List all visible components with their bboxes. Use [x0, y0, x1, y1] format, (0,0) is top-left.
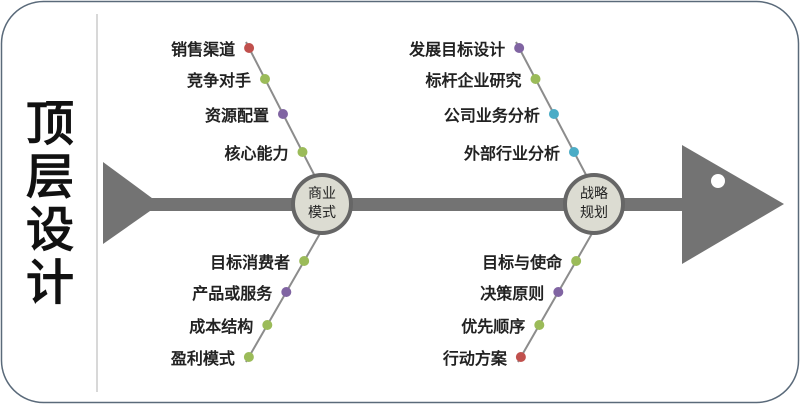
branch-label: 标杆企业研究: [425, 71, 522, 90]
branch-dot: [514, 43, 525, 53]
branch-label: 行动方案: [442, 349, 507, 368]
side-title-char: 设: [25, 202, 74, 258]
fish-eye: [711, 174, 725, 188]
hub-strategy: [563, 173, 625, 235]
branch-label: 发展目标设计: [409, 40, 506, 59]
branch-dot: [571, 256, 582, 266]
branch-label: 优先顺序: [461, 317, 526, 336]
fish-head: [682, 145, 784, 264]
branch-label: 公司业务分析: [443, 106, 540, 125]
side-title: 顶 层 设 计: [22, 98, 78, 310]
branch-dot: [262, 320, 273, 330]
branch-label: 目标与使命: [482, 253, 563, 272]
side-title-char: 顶: [25, 96, 74, 152]
branch-label: 外部行业分析: [463, 144, 560, 163]
branch-dot: [299, 256, 310, 266]
branch-dot: [260, 74, 270, 84]
branch-dot: [515, 352, 526, 362]
branch-dot: [281, 287, 292, 297]
side-title-char: 计: [25, 255, 74, 311]
branch-label: 核心能力: [224, 144, 289, 163]
branch-dot: [244, 43, 255, 53]
branch-dot: [297, 147, 308, 157]
side-title-char: 层: [25, 149, 74, 205]
hub-label-strategy: 战略 规划: [567, 185, 621, 223]
hub-label-business-model: 商业 模式: [295, 185, 349, 223]
branch-label: 产品或服务: [192, 284, 273, 303]
branch-dot: [534, 320, 545, 330]
branch-dot: [568, 147, 579, 157]
hub-business-model: [291, 173, 353, 235]
fish-tail: [103, 162, 160, 244]
branch-label: 决策原则: [480, 284, 545, 303]
branch-label: 成本结构: [189, 317, 254, 336]
hub-label-line: 规划: [580, 205, 608, 221]
branch-dot: [548, 109, 559, 119]
fish-spine: [150, 198, 690, 211]
branch-label: 销售渠道: [171, 40, 236, 59]
hub-label-line: 商业: [308, 186, 336, 202]
branch-label: 资源配置: [204, 106, 269, 125]
branch-dot: [277, 109, 288, 119]
hub-label-line: 战略: [580, 186, 608, 202]
branch-dot: [553, 287, 564, 297]
branch-label: 盈利模式: [170, 349, 235, 368]
branch-dot: [243, 352, 254, 362]
branch-label: 竞争对手: [186, 71, 251, 90]
branch-label: 目标消费者: [210, 253, 291, 272]
hub-label-line: 模式: [308, 205, 336, 221]
branch-dot: [530, 74, 541, 84]
